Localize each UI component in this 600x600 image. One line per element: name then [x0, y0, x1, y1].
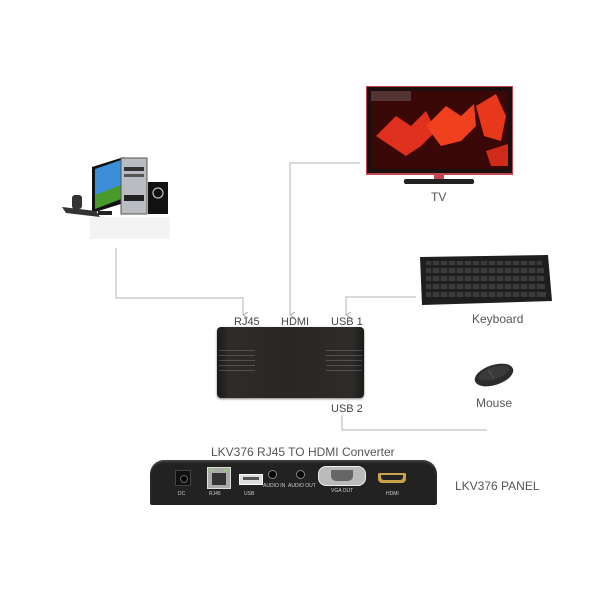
port-label-usb1: USB 1 — [331, 316, 363, 328]
port-label-hdmi: HDMI — [281, 316, 310, 328]
vga-port-icon — [318, 466, 366, 486]
converter-panel: DC RJ45 USB AUDIO IN AUDIO OUT VGA OUT H… — [150, 460, 437, 505]
rj45-port-icon — [207, 467, 231, 489]
dc-port-icon — [175, 470, 191, 486]
mouse-icon — [472, 362, 516, 390]
desktop-computer-icon — [60, 155, 175, 245]
tv-icon — [366, 86, 513, 190]
audio-out-port-icon — [296, 470, 305, 479]
mouse-label: Mouse — [476, 396, 513, 410]
audio-in-port-icon — [268, 470, 277, 479]
hdmi-port-icon — [378, 473, 406, 483]
vent-ribs-right — [326, 350, 362, 374]
keyboard-label: Keyboard — [472, 312, 524, 326]
panel-port-label-audio-out: AUDIO OUT — [288, 483, 316, 489]
panel-port-label-vga-out: VGA OUT — [331, 488, 354, 494]
converter-box — [217, 327, 364, 398]
usb-port-icon — [239, 474, 263, 485]
panel-port-label-dc: DC — [178, 491, 186, 497]
panel-title: LKV376 RJ45 TO HDMI Converter — [211, 445, 395, 459]
keyboard-icon — [420, 255, 552, 307]
panel-port-label-hdmi: HDMI — [386, 491, 399, 497]
tv-label: TV — [431, 190, 447, 204]
vent-ribs-left — [219, 350, 255, 374]
panel-port-label-usb: USB — [244, 491, 255, 497]
panel-port-label-audio-in: AUDIO IN — [263, 483, 286, 489]
port-label-rj45: RJ45 — [234, 316, 260, 328]
panel-port-label-rj45: RJ45 — [209, 491, 221, 497]
port-label-usb2: USB 2 — [331, 403, 363, 415]
panel-side-label: LKV376 PANEL — [455, 479, 540, 493]
